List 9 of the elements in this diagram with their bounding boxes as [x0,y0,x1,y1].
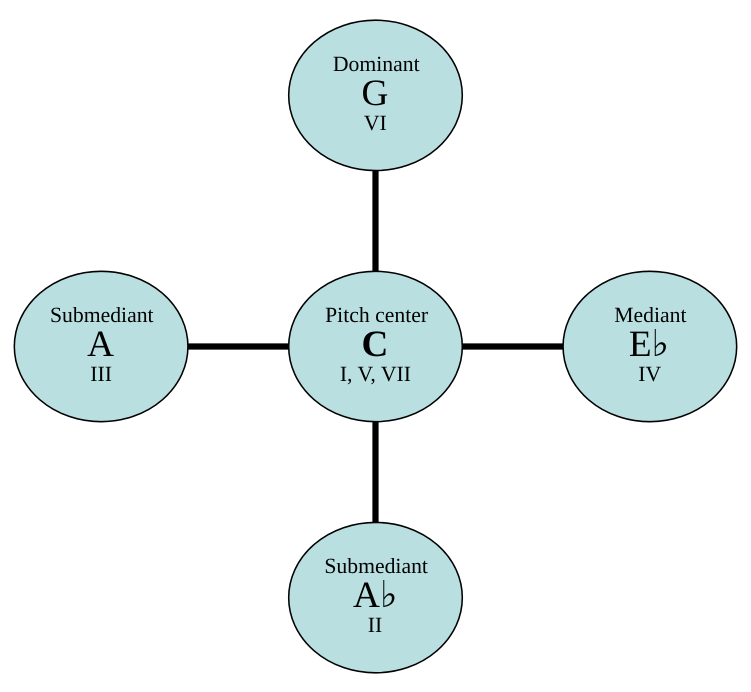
node-ellipse: Submediant A♭ II [288,521,464,674]
connector [372,421,379,522]
node-ellipse: Pitch center C I, V, VII [288,270,464,422]
node-ellipse: Submediant A III [14,270,189,422]
node-ellipse: Mediant E♭ IV [562,270,738,422]
connector [462,342,563,350]
connector [188,342,288,350]
node-ellipse: Dominant G VI [288,18,464,171]
connector [372,170,379,271]
